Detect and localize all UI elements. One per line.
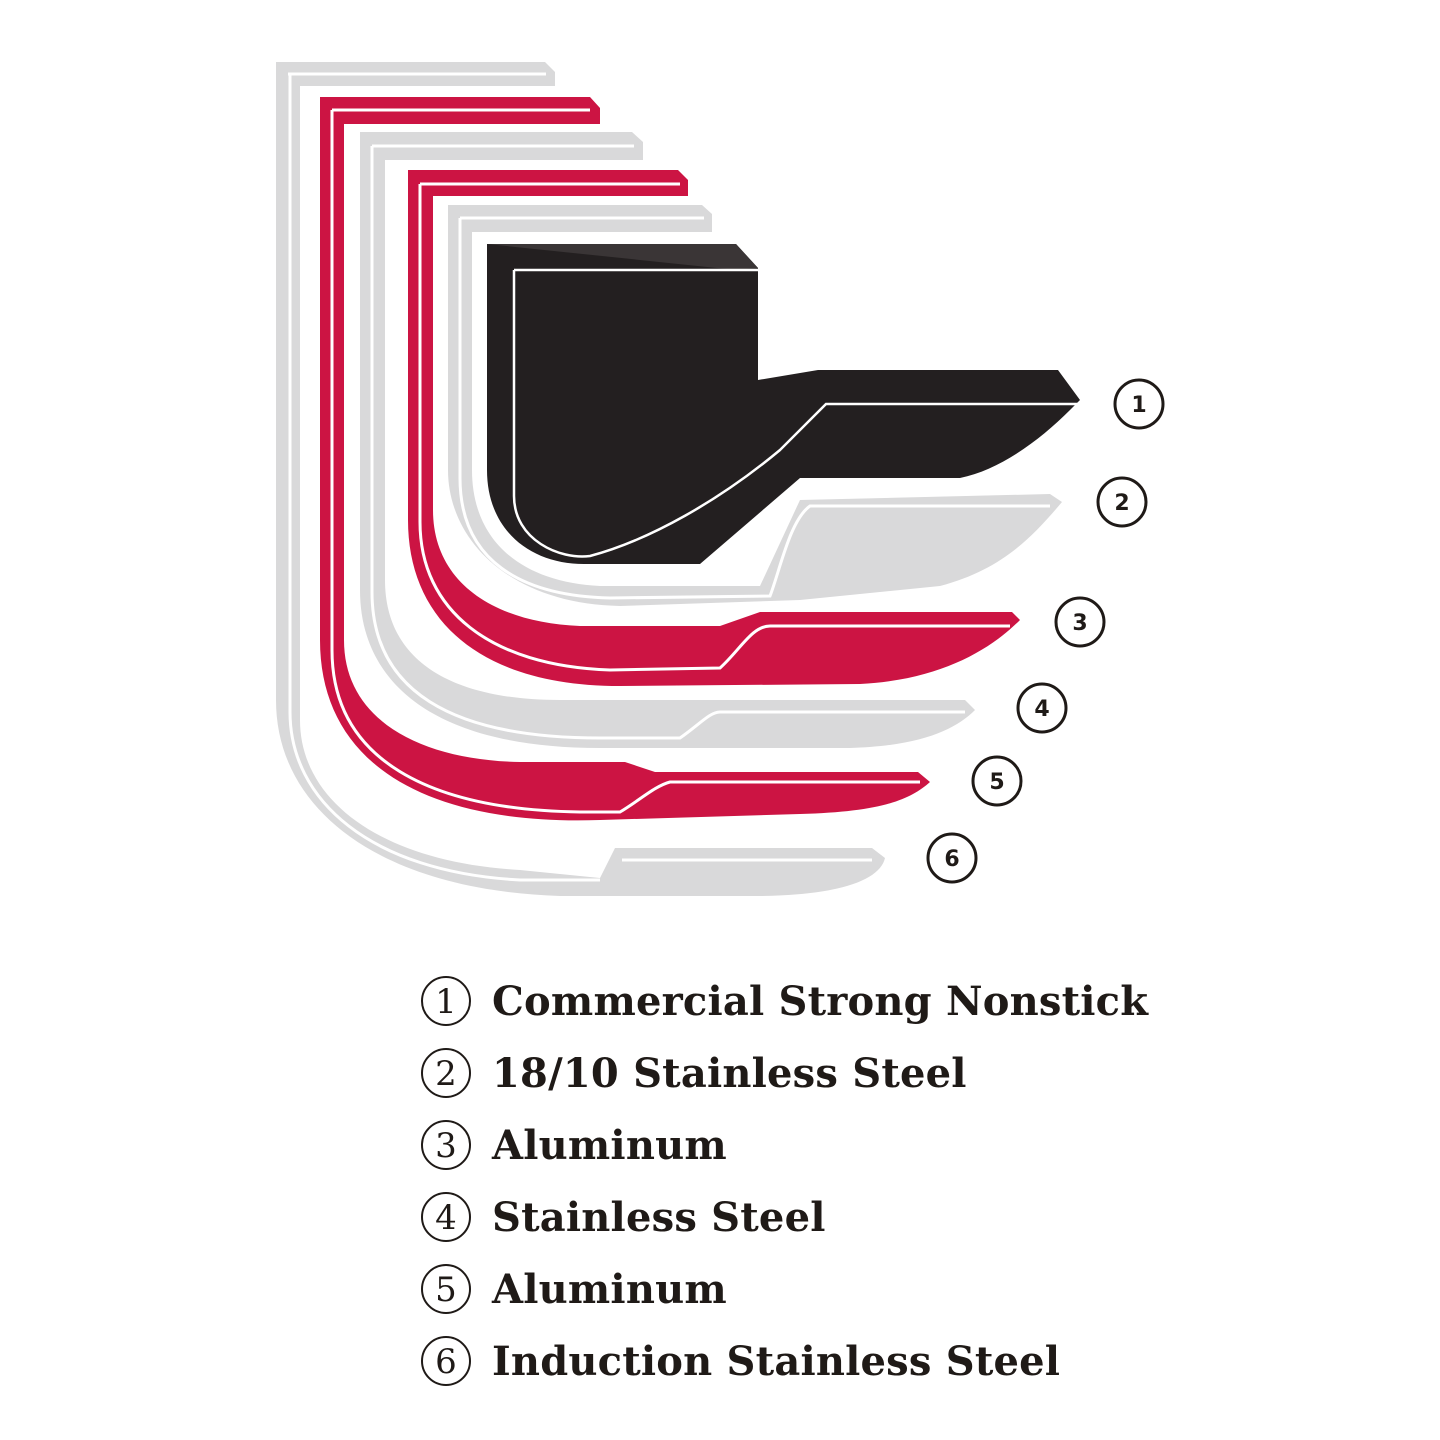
callout-3-number: 3 — [1072, 611, 1087, 636]
svg-text:5: 5 — [435, 1270, 457, 1310]
callout-4-number: 4 — [1034, 697, 1049, 722]
callout-2-number: 2 — [1114, 491, 1129, 516]
legend-label: Induction Stainless Steel — [492, 1337, 1061, 1385]
legend-number-circle: 5 — [421, 1264, 471, 1314]
callout-6: 6 — [926, 832, 978, 884]
layer-3-aluminum — [408, 170, 1020, 686]
layer-2-stainless-steel — [448, 205, 1062, 606]
svg-text:2: 2 — [435, 1054, 457, 1094]
layer-5-aluminum — [320, 97, 930, 821]
layer-4-stainless-steel — [360, 132, 975, 748]
legend-number-circle: 3 — [421, 1120, 471, 1170]
callout-6-number: 6 — [944, 847, 959, 872]
legend-number-circle: 4 — [421, 1192, 471, 1242]
svg-text:4: 4 — [435, 1198, 457, 1238]
legend-number-circle: 1 — [421, 976, 471, 1026]
layer-1-nonstick — [487, 244, 1080, 564]
layer-cross-section-diagram: 1 2 3 4 5 6 — [276, 62, 1165, 896]
layer-legend: 1 Commercial Strong Nonstick 2 18/10 Sta… — [420, 965, 1180, 1397]
callout-1-number: 1 — [1131, 393, 1146, 418]
legend-label: Commercial Strong Nonstick — [492, 977, 1149, 1025]
callout-4: 4 — [1016, 682, 1068, 734]
svg-text:3: 3 — [435, 1126, 457, 1166]
legend-item: 4 Stainless Steel — [420, 1181, 1180, 1253]
svg-text:1: 1 — [435, 982, 457, 1022]
svg-text:6: 6 — [435, 1342, 457, 1382]
legend-label: Aluminum — [492, 1265, 727, 1313]
callout-5-number: 5 — [989, 770, 1004, 795]
callout-3: 3 — [1054, 596, 1106, 648]
legend-item: 2 18/10 Stainless Steel — [420, 1037, 1180, 1109]
callout-2: 2 — [1096, 476, 1148, 528]
legend-label: Aluminum — [492, 1121, 727, 1169]
callout-1: 1 — [1113, 378, 1165, 430]
layer-6-induction-steel — [276, 62, 885, 896]
legend-item: 5 Aluminum — [420, 1253, 1180, 1325]
callout-5: 5 — [971, 755, 1023, 807]
legend-item: 3 Aluminum — [420, 1109, 1180, 1181]
legend-label: 18/10 Stainless Steel — [492, 1049, 967, 1097]
legend-item: 6 Induction Stainless Steel — [420, 1325, 1180, 1397]
legend-number-circle: 6 — [421, 1336, 471, 1386]
legend-item: 1 Commercial Strong Nonstick — [420, 965, 1180, 1037]
legend-label: Stainless Steel — [492, 1193, 826, 1241]
legend-number-circle: 2 — [421, 1048, 471, 1098]
